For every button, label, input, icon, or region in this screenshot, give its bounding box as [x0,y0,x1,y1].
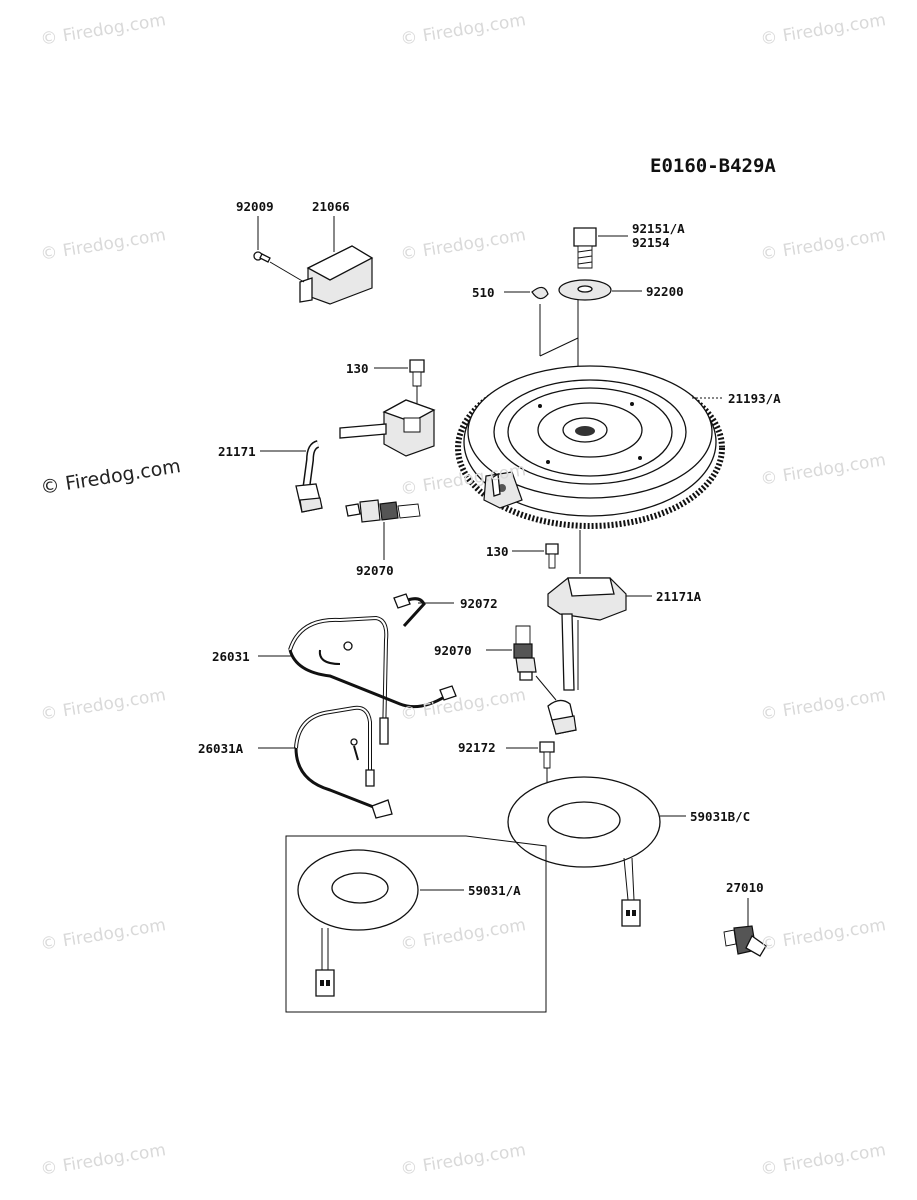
spark-plug-92070-mid [513,625,537,681]
harness-26031 [288,615,457,745]
label-92200: 92200 [646,284,684,299]
bolt-130-mid [545,543,559,569]
ignition-coil-21171a [547,577,627,735]
label-59031a: 59031/A [468,883,521,898]
harness-26031a [294,705,393,819]
washer-92200 [558,279,612,301]
label-92151a: 92151/A [632,221,685,236]
label-21193a: 21193/A [728,391,781,406]
label-92070-mid: 92070 [434,643,472,658]
label-92009: 92009 [236,199,274,214]
regulator-21066 [299,245,374,305]
label-21066: 21066 [312,199,350,214]
ignition-coil-21171 [295,399,436,513]
label-92172: 92172 [458,740,496,755]
label-92154: 92154 [632,235,670,250]
flywheel-21193a [455,365,725,529]
label-21171a: 21171A [656,589,702,604]
label-26031a: 26031A [198,741,244,756]
label-130-top: 130 [346,361,369,376]
key-510 [531,286,549,300]
label-510: 510 [472,285,495,300]
label-59031bc: 59031B/C [690,809,750,824]
switch-27010 [723,925,767,957]
label-26031: 26031 [212,649,250,664]
spark-plug-92070-top [345,499,421,523]
bolt-130-top [409,359,425,387]
inset-frame [285,835,547,1013]
stator-59031bc [507,776,661,927]
connector-92072 [393,593,426,628]
label-130-mid: 130 [486,544,509,559]
screw-92172 [539,741,555,769]
label-92070-top: 92070 [356,563,394,578]
screw-92009 [253,251,271,263]
stator-59031a [297,849,419,997]
diagram-code: E0160-B429A [650,155,776,177]
label-21171: 21171 [218,444,256,459]
label-92072: 92072 [460,596,498,611]
label-27010: 27010 [726,880,764,895]
bolt-92151 [573,227,597,269]
